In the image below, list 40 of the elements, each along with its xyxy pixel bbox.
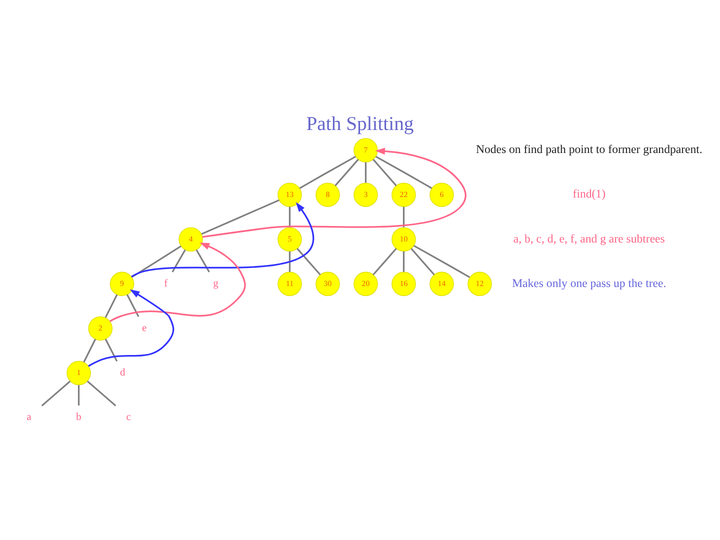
connector bbox=[196, 248, 210, 272]
connector bbox=[104, 338, 118, 362]
connector bbox=[364, 162, 367, 182]
arrow bbox=[110, 242, 246, 322]
connector bbox=[86, 380, 116, 406]
label: a, b, c, d, e, f, and g are subtrees bbox=[513, 230, 665, 245]
diagram-title: Path Splitting bbox=[306, 112, 414, 134]
connector bbox=[288, 250, 291, 272]
connector bbox=[288, 206, 291, 227]
connector bbox=[372, 158, 397, 186]
connector bbox=[296, 248, 321, 275]
node-text: e bbox=[142, 322, 147, 334]
connector bbox=[413, 244, 470, 278]
connector bbox=[126, 294, 140, 317]
arrow bbox=[131, 202, 314, 277]
connector bbox=[201, 198, 280, 234]
node-text: f bbox=[164, 278, 168, 289]
node-text: b bbox=[76, 412, 82, 423]
label: find(1) bbox=[572, 186, 606, 200]
node-text: g bbox=[213, 278, 218, 289]
connector bbox=[334, 158, 359, 186]
label: Nodes on find path point to former grandparent. bbox=[476, 142, 702, 156]
connector bbox=[41, 380, 71, 406]
connector bbox=[83, 338, 96, 362]
connector bbox=[131, 245, 182, 278]
connector bbox=[402, 206, 405, 227]
connector bbox=[410, 248, 435, 275]
node-text: a bbox=[26, 412, 32, 423]
connector bbox=[299, 155, 356, 188]
arrow bbox=[88, 288, 174, 366]
connector bbox=[372, 248, 397, 275]
connector bbox=[104, 294, 118, 318]
node-text: d bbox=[120, 367, 126, 378]
connector bbox=[375, 155, 432, 188]
label: Makes only one pass up the tree. bbox=[512, 275, 666, 290]
connector bbox=[78, 384, 80, 405]
node-text: c bbox=[126, 412, 131, 423]
connector bbox=[402, 250, 405, 272]
arrow bbox=[202, 147, 466, 238]
connector bbox=[172, 248, 186, 272]
